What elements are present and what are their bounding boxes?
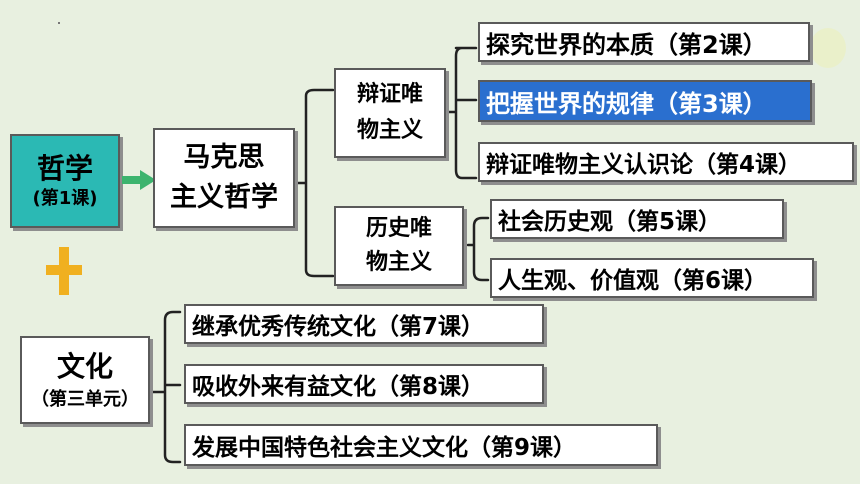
historical-line1: 历史唯: [365, 216, 432, 241]
historical-item-1-label: 社会历史观（第5课）: [498, 209, 722, 235]
marxist-philosophy-box: 马克思 主义哲学: [153, 128, 295, 228]
bracket-historical: [466, 216, 490, 282]
dialectical-item-2-label: 把握世界的规律（第3课）: [486, 89, 767, 118]
dialectical-item-1: 探究世界的本质（第2课）: [478, 22, 810, 62]
dialectical-line1: 辩证唯: [356, 82, 423, 107]
philosophy-box: 哲学 (第1课): [10, 134, 120, 228]
historical-item-1: 社会历史观（第5课）: [490, 199, 784, 239]
philosophy-subtitle: (第1课): [32, 188, 98, 209]
philosophy-title: 哲学: [36, 152, 93, 185]
culture-item-1-label: 继承优秀传统文化（第7课）: [192, 314, 485, 340]
historical-materialism-box: 历史唯 物主义: [334, 206, 464, 286]
historical-line2: 物主义: [365, 250, 432, 275]
bracket-culture: [151, 310, 182, 464]
dialectical-item-3-label: 辩证唯物主义认识论（第4课）: [486, 152, 802, 178]
culture-item-3: 发展中国特色社会主义文化（第9课）: [184, 424, 658, 466]
decoration-blob: [810, 28, 846, 68]
historical-item-2-label: 人生观、价值观（第6课）: [498, 268, 768, 294]
arrow-right-icon: [122, 170, 156, 190]
plus-icon: [46, 247, 82, 295]
culture-item-2-label: 吸收外来有益文化（第8课）: [192, 374, 485, 400]
marxist-philosophy-line2: 主义哲学: [170, 182, 278, 213]
marxist-philosophy-line1: 马克思: [183, 142, 265, 173]
culture-subtitle: （第三单元）: [31, 389, 139, 410]
bracket-marx: [296, 88, 335, 278]
culture-title: 文化: [56, 350, 113, 383]
dialectical-item-1-label: 探究世界的本质（第2课）: [486, 30, 767, 59]
bracket-dialectical: [446, 46, 478, 180]
historical-item-2: 人生观、价值观（第6课）: [490, 258, 814, 298]
culture-box: 文化 （第三单元）: [20, 336, 150, 424]
culture-item-2: 吸收外来有益文化（第8课）: [184, 364, 544, 404]
dialectical-item-2: 把握世界的规律（第3课）: [478, 80, 812, 122]
dialectical-line2: 物主义: [356, 118, 423, 143]
dialectical-materialism-box: 辩证唯 物主义: [334, 68, 446, 158]
culture-item-1: 继承优秀传统文化（第7课）: [184, 304, 544, 344]
culture-item-3-label: 发展中国特色社会主义文化（第9课）: [192, 435, 577, 461]
dialectical-item-3: 辩证唯物主义认识论（第4课）: [478, 142, 854, 182]
decoration-dot: [58, 22, 60, 24]
